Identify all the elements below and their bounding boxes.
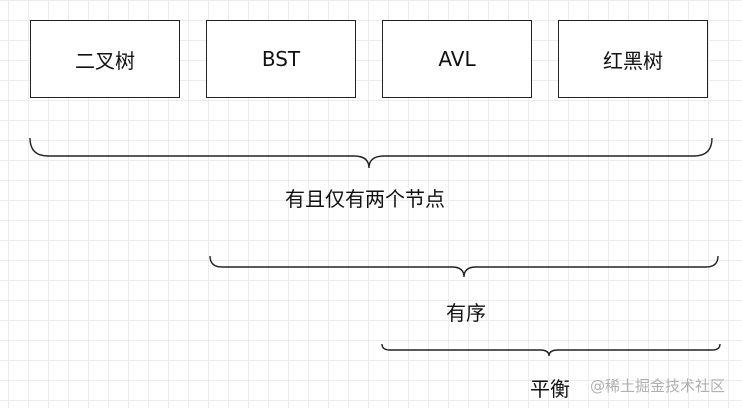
group-label-two-children: 有且仅有两个节点: [285, 187, 445, 211]
brace-two-children: [29, 137, 713, 169]
box-label: 二叉树: [75, 48, 135, 73]
box-binary-tree: 二叉树: [30, 20, 180, 98]
box-label: AVL: [438, 47, 476, 71]
box-label: 红黑树: [603, 48, 663, 73]
group-label-balanced: 平衡: [530, 377, 570, 401]
watermark-text: @稀土掘金技术社区: [590, 377, 726, 395]
box-red-black-tree: 红黑树: [558, 20, 708, 98]
box-avl: AVL: [382, 20, 532, 98]
box-bst: BST: [206, 20, 356, 98]
group-label-ordered: 有序: [446, 301, 486, 325]
brace-ordered: [209, 255, 719, 278]
brace-balanced: [381, 343, 721, 357]
box-label: BST: [261, 47, 301, 71]
